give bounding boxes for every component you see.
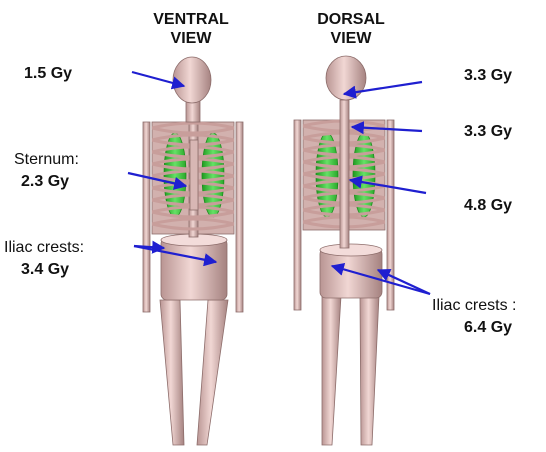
ventral-left-arm <box>143 122 150 312</box>
dorsal-right-leg <box>360 296 379 445</box>
dorsal-iliac-dose: 6.4 Gy <box>464 318 512 337</box>
ventral-iliac-dose: 3.4 Gy <box>21 260 69 279</box>
ventral-head <box>173 57 211 103</box>
ventral-right-leg <box>197 300 228 445</box>
dorsal-neck-dose: 3.3 Gy <box>464 122 512 141</box>
dorsal-phantom <box>294 56 394 445</box>
dorsal-left-leg <box>322 296 341 445</box>
ventral-head-dose: 1.5 Gy <box>24 64 72 83</box>
dorsal-spine <box>340 100 349 248</box>
sternum-dose: 2.3 Gy <box>21 172 69 191</box>
sternum-label: Sternum: <box>14 150 79 169</box>
ventral-left-leg <box>160 300 184 445</box>
ventral-sternum <box>190 140 198 210</box>
dorsal-head-dose: 3.3 Gy <box>464 66 512 85</box>
dorsal-iliac-label: Iliac crests : <box>432 296 516 315</box>
dorsal-spine-dose: 4.8 Gy <box>464 196 512 215</box>
ventral-iliac-label: Iliac crests: <box>4 238 84 257</box>
ventral-pelvis <box>161 238 227 300</box>
ventral-right-arm <box>236 122 243 312</box>
dorsal-left-arm <box>294 120 301 310</box>
